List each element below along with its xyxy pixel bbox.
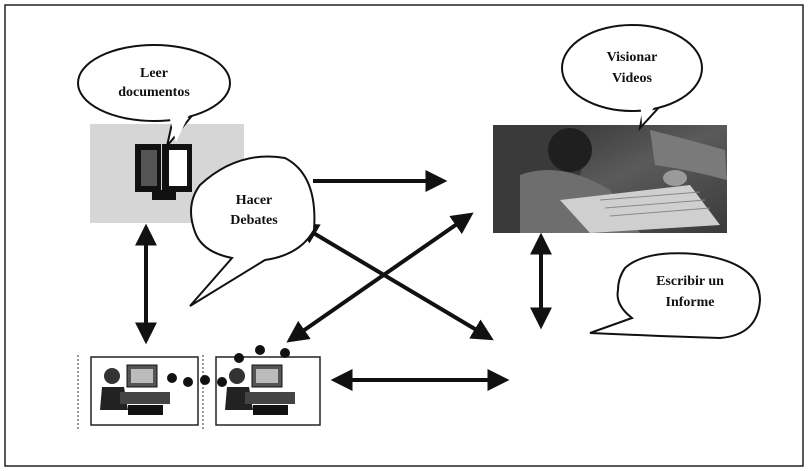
computer-user-icon-2 — [202, 355, 321, 430]
bubble-debates-line1: Hacer — [236, 193, 273, 208]
bubble-leer-documentos: Leer documentos — [77, 44, 231, 147]
bubble-informe-line2: Informe — [666, 295, 715, 310]
book-panel — [90, 124, 244, 223]
bubble-visionar-videos: Visionar Videos — [561, 24, 703, 132]
book-icon — [135, 144, 192, 200]
arrow-computer-video — [286, 212, 474, 343]
bubble-visionar-line1: Visionar — [607, 50, 658, 65]
arrows — [135, 170, 552, 391]
bubble-leer-line2: documentos — [118, 85, 190, 100]
bubble-debates-line2: Debates — [230, 213, 278, 228]
connection-dots — [167, 345, 290, 387]
bubble-hacer-debates: Hacer Debates — [189, 155, 316, 307]
bubble-escribir-informe: Escribir un Informe — [589, 252, 762, 340]
bubble-leer-line1: Leer — [140, 66, 168, 81]
computer-user-icon-1 — [77, 355, 199, 430]
bubble-visionar-line2: Videos — [612, 71, 652, 86]
bubble-informe-line1: Escribir un — [656, 274, 724, 289]
students-writing-photo — [493, 125, 727, 233]
